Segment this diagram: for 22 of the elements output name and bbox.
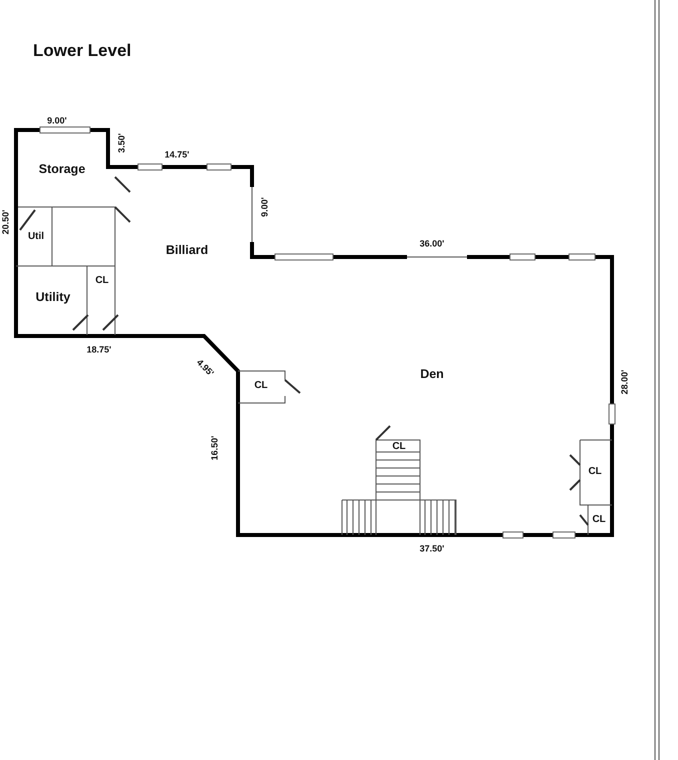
room-label: Storage <box>38 162 86 176</box>
dimension-label: 20.50' <box>2 210 10 234</box>
dimension-label: 28.00' <box>620 370 630 394</box>
room-label: Den <box>420 368 444 380</box>
room-label: CL <box>95 276 109 286</box>
room-label: Utility <box>36 290 70 304</box>
room-label: Util <box>28 232 44 242</box>
dimension-label: 37.50' <box>420 544 444 554</box>
room-label: CL <box>592 515 606 525</box>
dimension-label: 36.00' <box>420 240 444 248</box>
dimension-label: 9.00' <box>260 197 270 217</box>
dimension-label: 16.50' <box>210 436 220 460</box>
dimension-label: 9.00' <box>47 116 67 126</box>
dimension-label: 14.75' <box>164 150 190 160</box>
room-label: CL <box>588 467 602 477</box>
room-label: CL <box>254 381 268 391</box>
room-label: Billiard <box>166 244 208 256</box>
dimension-label: 18.75' <box>86 346 112 354</box>
room-label: CL <box>392 442 406 452</box>
plan-title: Lower Level <box>33 41 132 61</box>
dimension-label: 4.95' <box>194 358 216 378</box>
dimension-label: 3.50' <box>118 133 126 153</box>
